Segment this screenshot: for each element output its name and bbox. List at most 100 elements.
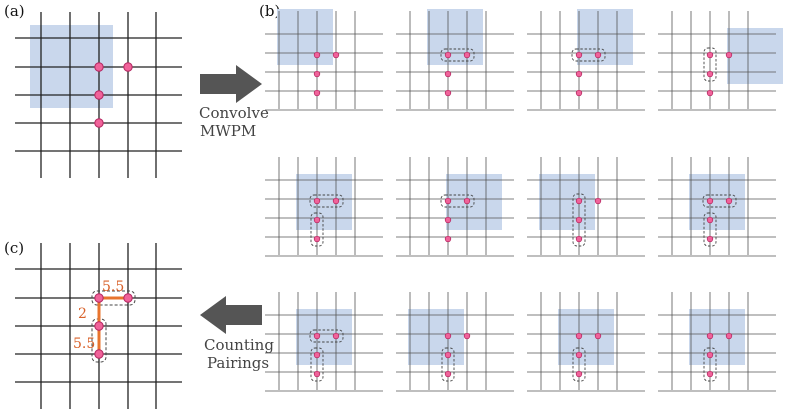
window-cell bbox=[527, 9, 645, 111]
pair-box bbox=[703, 347, 717, 382]
window-highlight bbox=[446, 174, 502, 230]
window-highlight bbox=[577, 9, 633, 65]
pair-box bbox=[441, 347, 455, 382]
defect-node bbox=[94, 62, 104, 72]
window-cell bbox=[658, 11, 783, 111]
window-cell bbox=[658, 157, 776, 257]
defect-node bbox=[313, 370, 321, 378]
defect-node bbox=[463, 332, 471, 340]
defect-node bbox=[575, 51, 583, 59]
pair-box bbox=[440, 194, 475, 208]
pair-box bbox=[572, 347, 586, 382]
defect-node bbox=[463, 51, 471, 59]
pair-box bbox=[572, 193, 586, 247]
window-highlight bbox=[727, 28, 783, 84]
weight-label-top: 5.5 bbox=[102, 279, 124, 295]
defect-node bbox=[594, 51, 602, 59]
arrow-left-icon bbox=[200, 296, 262, 334]
defect-node bbox=[725, 332, 733, 340]
defect-node bbox=[706, 70, 714, 78]
defect-node bbox=[313, 235, 321, 243]
defect-node bbox=[706, 51, 714, 59]
window-highlight bbox=[427, 9, 483, 65]
defect-node bbox=[313, 351, 321, 359]
pair-box bbox=[309, 194, 344, 208]
defect-node bbox=[706, 216, 714, 224]
window-cell bbox=[658, 292, 776, 392]
window-highlight bbox=[296, 174, 352, 230]
window-highlight bbox=[277, 9, 333, 65]
defect-node bbox=[706, 89, 714, 97]
defect-node bbox=[444, 370, 452, 378]
pair-box bbox=[702, 194, 737, 208]
defect-node bbox=[575, 89, 583, 97]
defect-node bbox=[444, 351, 452, 359]
window-highlight bbox=[296, 309, 352, 365]
weight-label-middle: 2 bbox=[78, 306, 87, 322]
defect-node bbox=[444, 51, 452, 59]
defect-node bbox=[725, 197, 733, 205]
convolve-caption-line2: MWPM bbox=[200, 122, 256, 140]
defect-node bbox=[594, 332, 602, 340]
window-cell bbox=[396, 292, 514, 392]
panel-b-grid-of-windows bbox=[265, 9, 783, 392]
window-highlight bbox=[689, 174, 745, 230]
defect-node bbox=[94, 118, 104, 128]
defect-node bbox=[575, 370, 583, 378]
pair-box bbox=[703, 47, 717, 82]
defect-node bbox=[706, 370, 714, 378]
defect-node bbox=[575, 332, 583, 340]
defect-node bbox=[725, 51, 733, 59]
window-cell bbox=[527, 157, 645, 257]
defect-node bbox=[444, 332, 452, 340]
panel-c-lattice bbox=[15, 243, 182, 409]
defect-node bbox=[706, 235, 714, 243]
defect-node bbox=[594, 197, 602, 205]
defect-node bbox=[706, 351, 714, 359]
defect-node bbox=[313, 216, 321, 224]
defect-node bbox=[444, 197, 452, 205]
defect-node bbox=[123, 62, 133, 72]
pair-box bbox=[703, 212, 717, 247]
window-cell bbox=[527, 292, 645, 392]
defect-node bbox=[313, 332, 321, 340]
panel-label-a: (a) bbox=[4, 2, 25, 20]
window-cell bbox=[265, 157, 383, 257]
defect-node bbox=[94, 349, 104, 359]
defect-node bbox=[94, 321, 104, 331]
panel-label-b: (b) bbox=[259, 2, 280, 20]
counting-caption-line2: Pairings bbox=[207, 354, 269, 372]
window-highlight bbox=[689, 309, 745, 365]
defect-node bbox=[313, 70, 321, 78]
defect-node bbox=[444, 89, 452, 97]
arrow-right-icon bbox=[200, 65, 262, 103]
defect-node bbox=[575, 216, 583, 224]
convolve-caption-line1: Convolve bbox=[199, 104, 269, 122]
pair-box bbox=[91, 290, 136, 306]
pair-box bbox=[440, 48, 475, 62]
defect-node bbox=[332, 51, 340, 59]
defect-node bbox=[575, 70, 583, 78]
defect-node bbox=[313, 89, 321, 97]
window-cell bbox=[265, 9, 383, 111]
weight-label-bottom: 5.5 bbox=[73, 336, 95, 352]
defect-node bbox=[575, 235, 583, 243]
defect-node bbox=[444, 216, 452, 224]
panel-label-c: (c) bbox=[4, 239, 24, 257]
defect-node bbox=[332, 332, 340, 340]
defect-node bbox=[575, 197, 583, 205]
window-cell bbox=[265, 292, 383, 392]
counting-caption-line1: Counting bbox=[204, 336, 274, 354]
panel-a-lattice bbox=[15, 12, 182, 178]
defect-node bbox=[706, 197, 714, 205]
pair-box bbox=[310, 212, 324, 247]
defect-node bbox=[444, 70, 452, 78]
window-highlight bbox=[558, 309, 614, 365]
defect-node bbox=[444, 235, 452, 243]
pair-box bbox=[310, 347, 324, 382]
defect-node bbox=[332, 197, 340, 205]
defect-node bbox=[706, 332, 714, 340]
pair-box bbox=[571, 48, 606, 62]
window-highlight bbox=[539, 174, 595, 230]
defect-node bbox=[123, 293, 133, 303]
